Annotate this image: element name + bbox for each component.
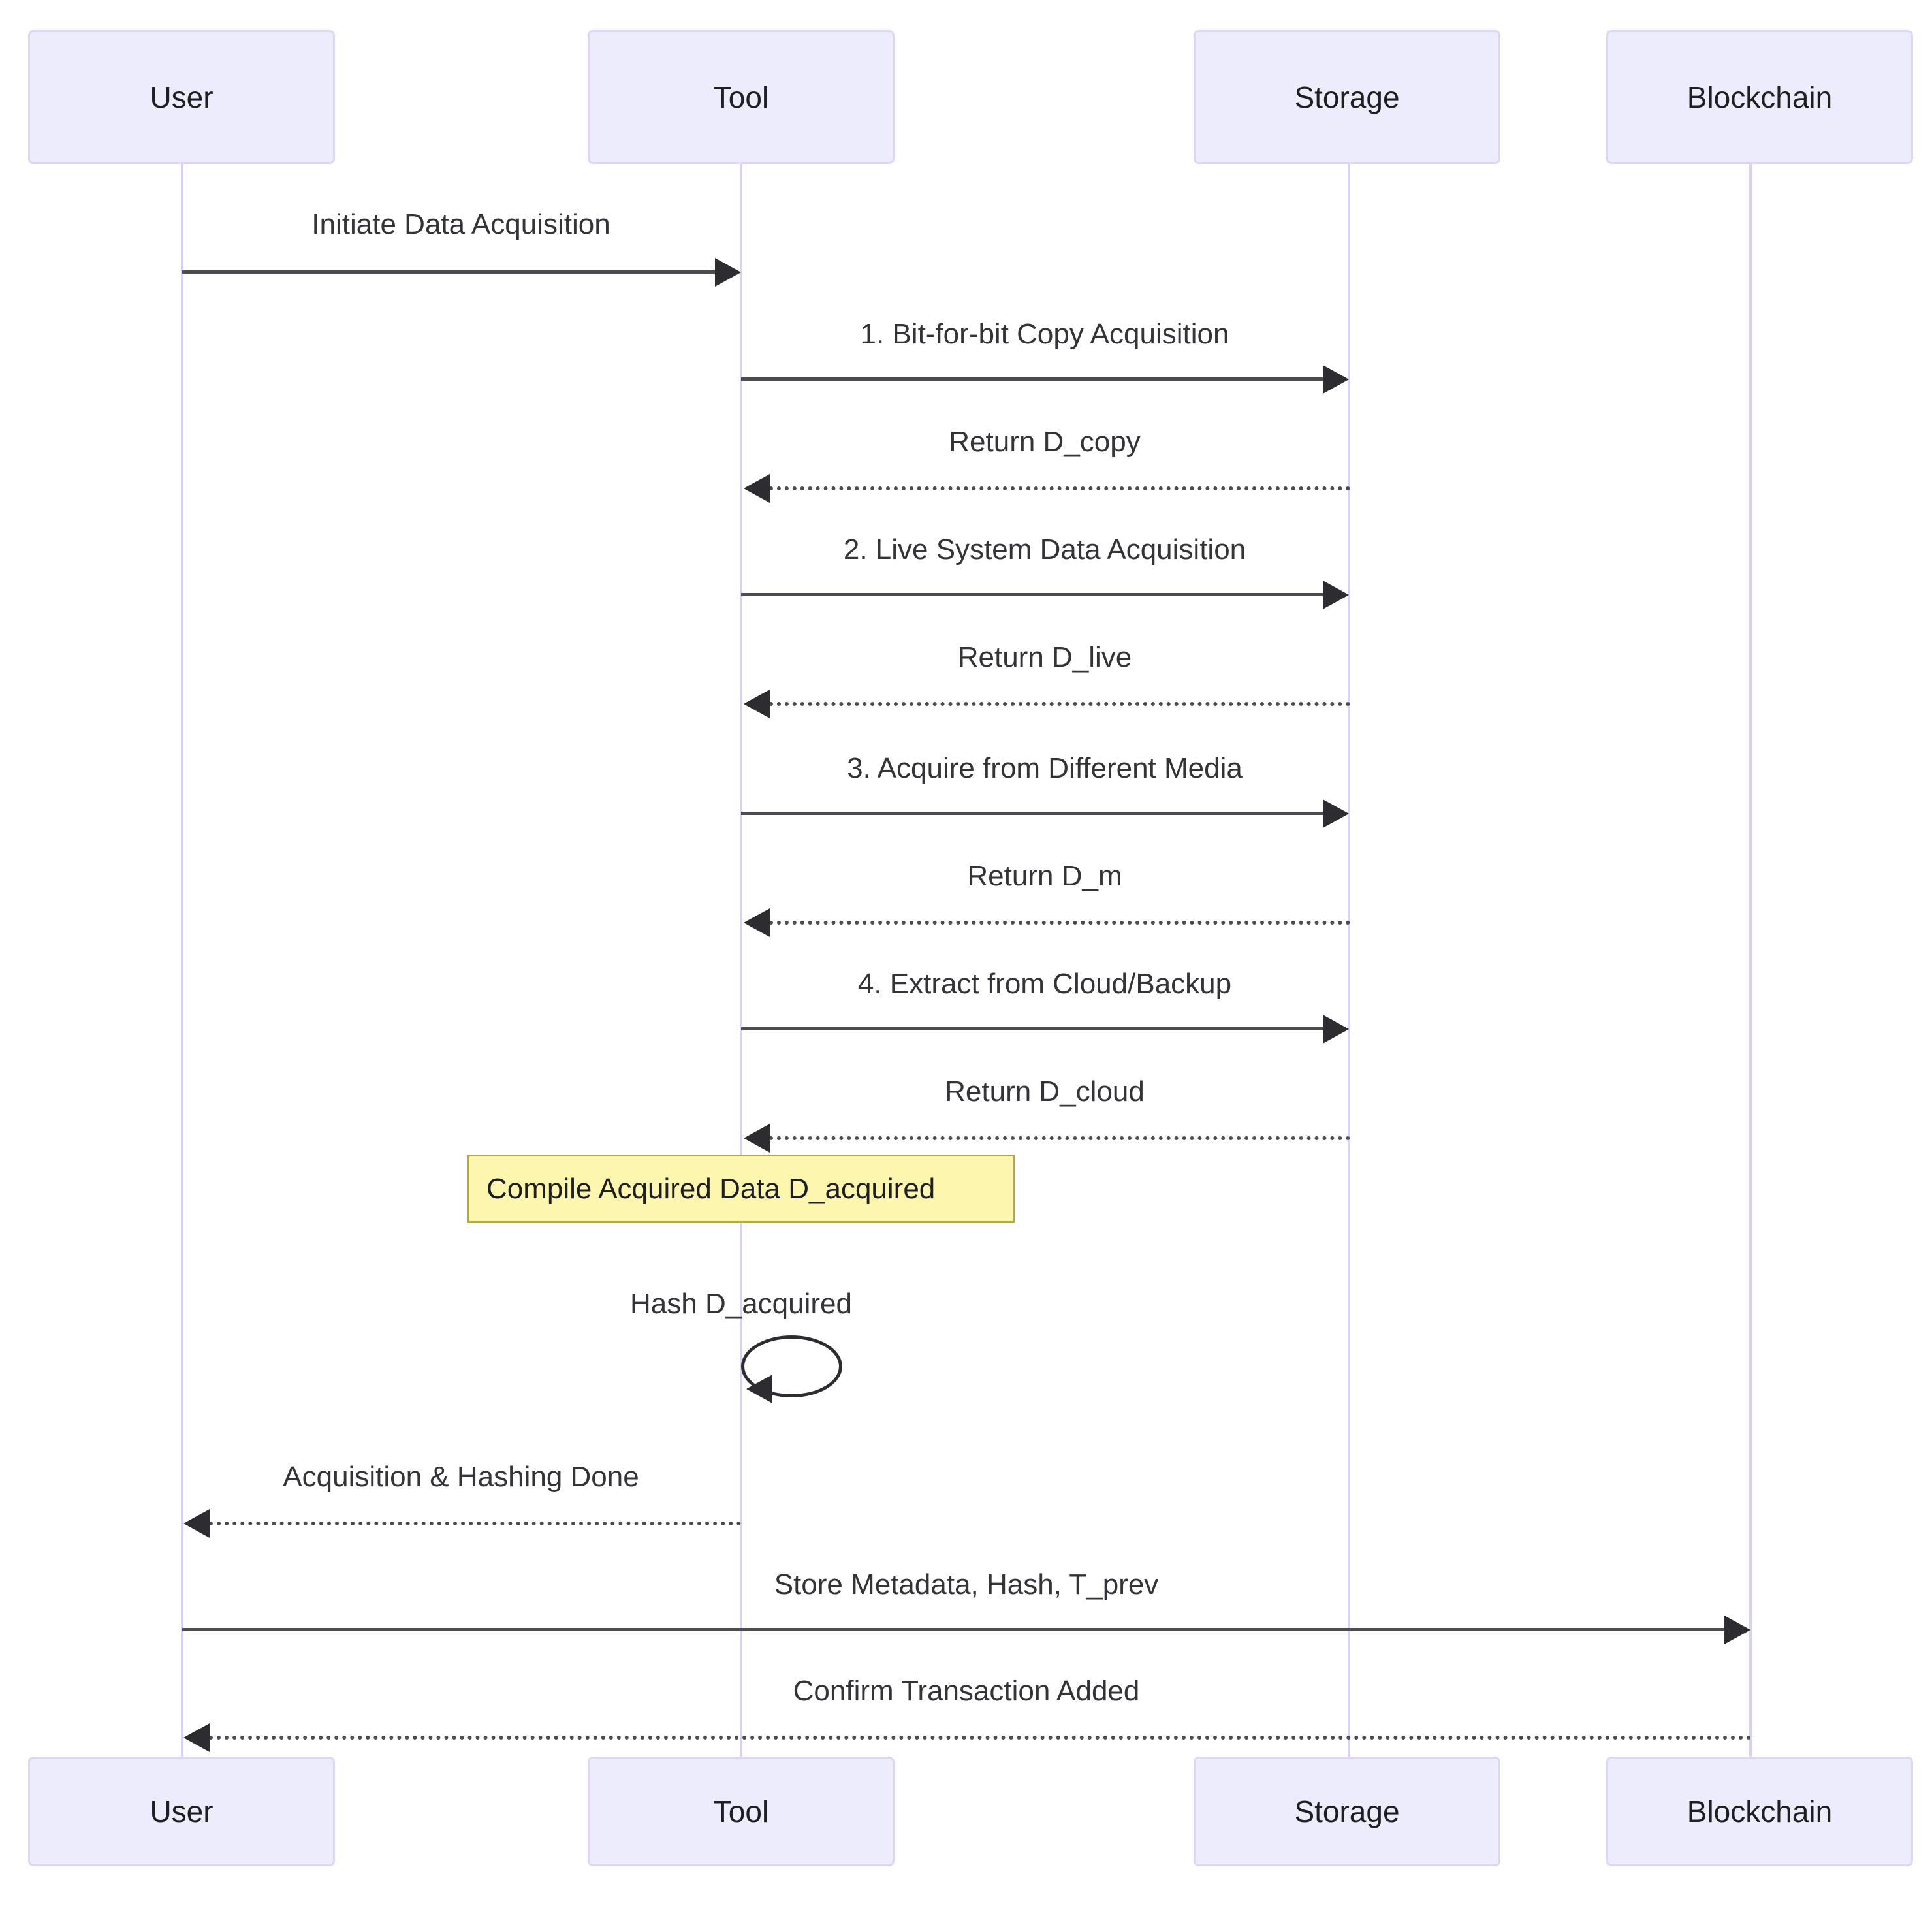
message-arrowhead-4 bbox=[1323, 581, 1349, 609]
actor-box-storage-top[interactable]: Storage bbox=[1194, 30, 1500, 164]
message-label-9: Return D_cloud bbox=[945, 1076, 1145, 1107]
message-arrowhead-7 bbox=[744, 908, 770, 937]
message-label-13: Confirm Transaction Added bbox=[793, 1675, 1140, 1707]
actor-box-blockchain-top[interactable]: Blockchain bbox=[1606, 30, 1913, 164]
message-label-8: 4. Extract from Cloud/Backup bbox=[857, 968, 1232, 1000]
message-line-1 bbox=[182, 270, 720, 274]
lifeline-storage bbox=[1348, 163, 1350, 1757]
actor-box-tool-top[interactable]: Tool bbox=[588, 30, 895, 164]
message-arrowhead-11 bbox=[183, 1509, 210, 1538]
actor-label-storage-top: Storage bbox=[1294, 80, 1400, 114]
actor-label-blockchain-bottom: Blockchain bbox=[1687, 1794, 1833, 1828]
actor-label-user-bottom: User bbox=[150, 1794, 214, 1828]
message-line-3 bbox=[769, 486, 1350, 490]
message-label-10: Hash D_acquired bbox=[630, 1288, 852, 1320]
message-self-loop-10 bbox=[741, 1335, 842, 1397]
message-arrowhead-13 bbox=[183, 1723, 210, 1752]
actor-box-tool-bottom[interactable]: Tool bbox=[588, 1757, 895, 1866]
actor-label-storage-bottom: Storage bbox=[1294, 1794, 1400, 1828]
actor-box-storage-bottom[interactable]: Storage bbox=[1194, 1757, 1500, 1866]
message-arrowhead-6 bbox=[1323, 799, 1349, 828]
note-compile-acquired-data-text: Compile Acquired Data D_acquired bbox=[486, 1172, 936, 1205]
message-line-12 bbox=[182, 1628, 1724, 1631]
actor-label-user-top: User bbox=[150, 80, 214, 114]
message-arrowhead-10 bbox=[746, 1375, 772, 1403]
message-label-2: 1. Bit-for-bit Copy Acquisition bbox=[860, 318, 1229, 350]
message-arrowhead-1 bbox=[715, 258, 741, 287]
actor-box-user-bottom[interactable]: User bbox=[28, 1757, 335, 1866]
message-line-13 bbox=[209, 1736, 1752, 1740]
message-arrowhead-5 bbox=[744, 690, 770, 718]
message-line-4 bbox=[741, 593, 1327, 596]
message-line-7 bbox=[769, 921, 1350, 925]
message-label-12: Store Metadata, Hash, T_prev bbox=[774, 1569, 1159, 1601]
message-label-7: Return D_m bbox=[967, 860, 1122, 892]
actor-label-tool-bottom: Tool bbox=[713, 1794, 769, 1828]
actor-label-tool-top: Tool bbox=[713, 80, 769, 114]
message-label-11: Acquisition & Hashing Done bbox=[283, 1461, 639, 1493]
message-arrowhead-3 bbox=[744, 474, 770, 503]
message-line-2 bbox=[741, 377, 1327, 381]
actor-box-blockchain-bottom[interactable]: Blockchain bbox=[1606, 1757, 1913, 1866]
message-label-6: 3. Acquire from Different Media bbox=[847, 752, 1243, 784]
lifeline-user bbox=[181, 163, 183, 1757]
message-line-11 bbox=[209, 1522, 741, 1525]
message-line-5 bbox=[769, 702, 1350, 706]
message-label-4: 2. Live System Data Acquisition bbox=[843, 534, 1246, 566]
actor-label-blockchain-top: Blockchain bbox=[1687, 80, 1833, 114]
message-arrowhead-12 bbox=[1724, 1616, 1750, 1644]
message-line-9 bbox=[769, 1136, 1350, 1140]
message-arrowhead-9 bbox=[744, 1124, 770, 1153]
note-compile-acquired-data: Compile Acquired Data D_acquired bbox=[467, 1155, 1015, 1223]
message-line-6 bbox=[741, 812, 1327, 815]
message-arrowhead-2 bbox=[1323, 365, 1349, 394]
lifeline-blockchain bbox=[1749, 163, 1752, 1757]
message-line-8 bbox=[741, 1027, 1327, 1030]
message-label-5: Return D_live bbox=[957, 641, 1132, 673]
actor-box-user-top[interactable]: User bbox=[28, 30, 335, 164]
message-label-1: Initiate Data Acquisition bbox=[311, 208, 610, 240]
lifeline-tool bbox=[740, 163, 742, 1757]
message-arrowhead-8 bbox=[1323, 1015, 1349, 1044]
message-label-3: Return D_copy bbox=[949, 426, 1141, 458]
